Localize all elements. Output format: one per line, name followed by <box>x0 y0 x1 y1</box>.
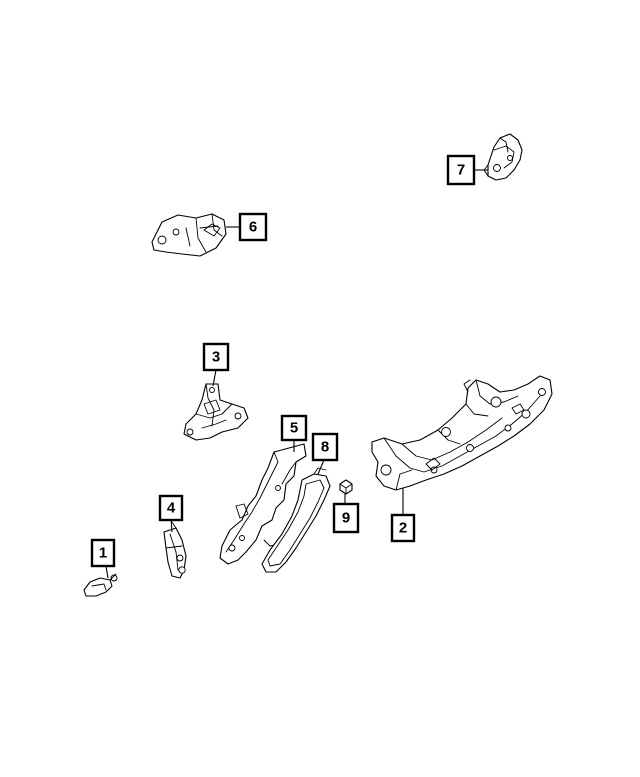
part-7-bracket <box>483 133 523 181</box>
callout-label-7: 7 <box>457 162 465 179</box>
part-1-clip <box>83 573 118 597</box>
callout-2: 2 <box>390 513 416 543</box>
callout-label-5: 5 <box>290 420 298 437</box>
part-8-gasket <box>261 467 331 573</box>
callout-1: 1 <box>90 538 116 568</box>
callout-8: 8 <box>311 432 339 462</box>
part-2-bracket-assembly <box>371 375 553 491</box>
callout-label-3: 3 <box>212 349 220 366</box>
callout-3: 3 <box>202 342 230 372</box>
callout-label-4: 4 <box>167 500 176 517</box>
callout-label-6: 6 <box>249 219 257 236</box>
callout-6: 6 <box>238 212 268 242</box>
callout-label-8: 8 <box>321 439 329 456</box>
part-4-bracket <box>163 521 187 579</box>
callout-7: 7 <box>446 154 476 186</box>
leader-3 <box>212 369 217 387</box>
callout-label-1: 1 <box>99 545 107 562</box>
part-9-nut <box>339 479 353 495</box>
callout-9: 9 <box>332 502 360 534</box>
callout-4: 4 <box>158 494 184 522</box>
callout-label-9: 9 <box>342 510 350 527</box>
leader-8 <box>317 459 325 475</box>
part-3-bracket <box>183 383 249 441</box>
part-6-bracket <box>151 213 227 257</box>
part-5-bracket <box>219 443 307 565</box>
leader-1 <box>105 565 109 579</box>
callout-5: 5 <box>280 414 308 442</box>
callout-label-2: 2 <box>399 520 407 537</box>
